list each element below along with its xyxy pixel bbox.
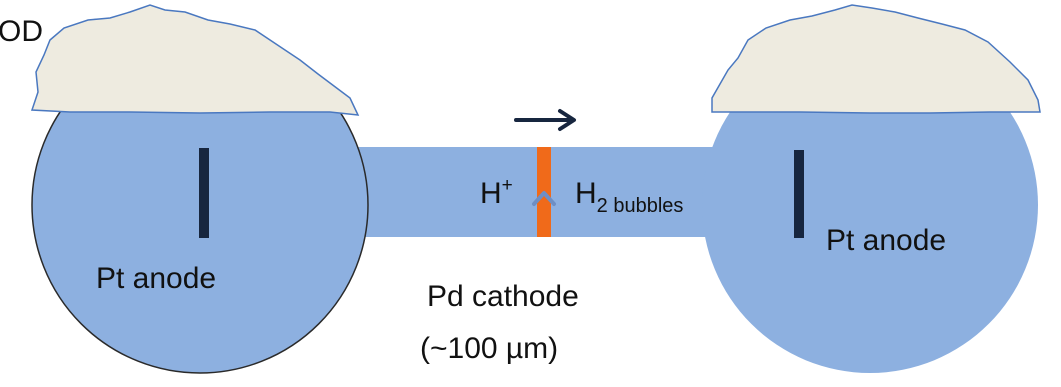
proton-chevron-icon <box>532 191 556 206</box>
h2-label-main: H <box>575 177 597 210</box>
cathode-size-label: (~100 µm) <box>420 332 558 365</box>
left-anode-label: Pt anode <box>96 262 216 295</box>
flow-arrow-icon <box>514 109 576 131</box>
h2-label-sub: 2 bubbles <box>597 195 684 217</box>
pd-cathode-label: Pd cathode <box>427 280 579 313</box>
corner-label: OD <box>0 15 43 48</box>
right-anode-label: Pt anode <box>826 224 946 257</box>
right-flask-cap <box>711 4 1041 114</box>
left-flask-cap <box>30 4 360 116</box>
proton-label-sup: + <box>502 175 513 196</box>
electrolyte-channel <box>330 147 740 237</box>
left-pt-anode-electrode <box>199 148 209 238</box>
right-pt-anode-electrode <box>794 150 804 238</box>
proton-label: H+ <box>480 175 513 210</box>
proton-label-main: H <box>480 177 502 210</box>
h2-bubbles-label: H2 bubbles <box>575 177 683 217</box>
right-flask <box>702 37 1038 373</box>
